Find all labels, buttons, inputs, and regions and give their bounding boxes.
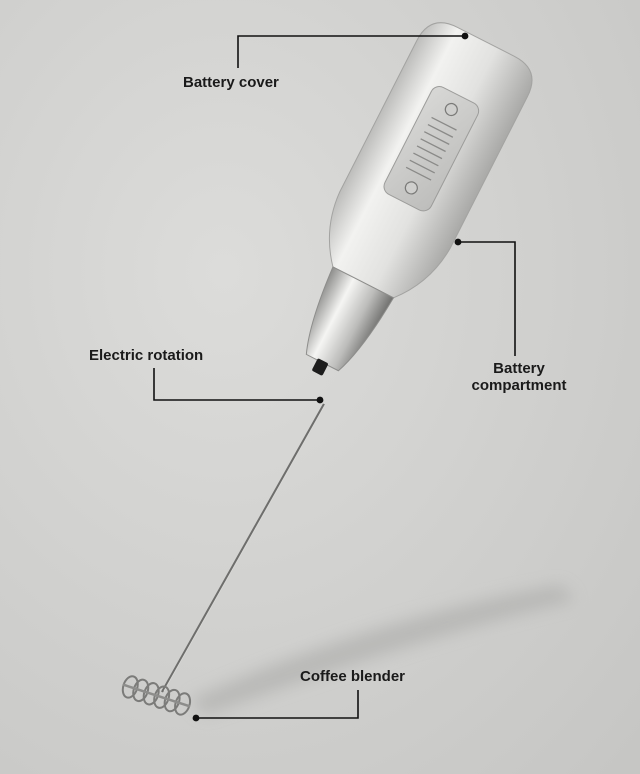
label-battery-compartment: Battery compartment	[471, 360, 567, 394]
label-coffee-blender: Coffee blender	[300, 668, 406, 685]
dot-coffee-blender	[192, 714, 200, 722]
label-battery-cover: Battery cover	[183, 74, 279, 91]
handle-nose	[305, 266, 395, 372]
dot-battery-cover	[461, 32, 469, 40]
whisk-shaft-highlight	[163, 404, 326, 692]
leader-battery-cover	[237, 35, 465, 68]
cast-shadow	[190, 585, 575, 715]
plate-screw-top	[444, 102, 458, 117]
frother-handle	[305, 22, 533, 376]
whisk-shaft	[161, 403, 325, 693]
leader-battery-compartment	[458, 241, 516, 356]
plate-grip-ridges	[405, 116, 457, 181]
plate-screw-bottom	[404, 181, 418, 195]
leader-electric-rotation	[153, 368, 320, 401]
shaft-collar	[312, 358, 328, 376]
dot-battery-compartment	[454, 238, 462, 246]
dot-electric-rotation	[316, 396, 324, 404]
coil-frame	[122, 683, 191, 708]
label-electric-rotation: Electric rotation	[89, 347, 204, 364]
leader-lines	[153, 35, 516, 719]
switch-plate	[383, 86, 480, 212]
whisk-coil-head	[121, 675, 192, 716]
leader-dots	[192, 32, 469, 722]
leader-coffee-blender	[196, 690, 359, 719]
